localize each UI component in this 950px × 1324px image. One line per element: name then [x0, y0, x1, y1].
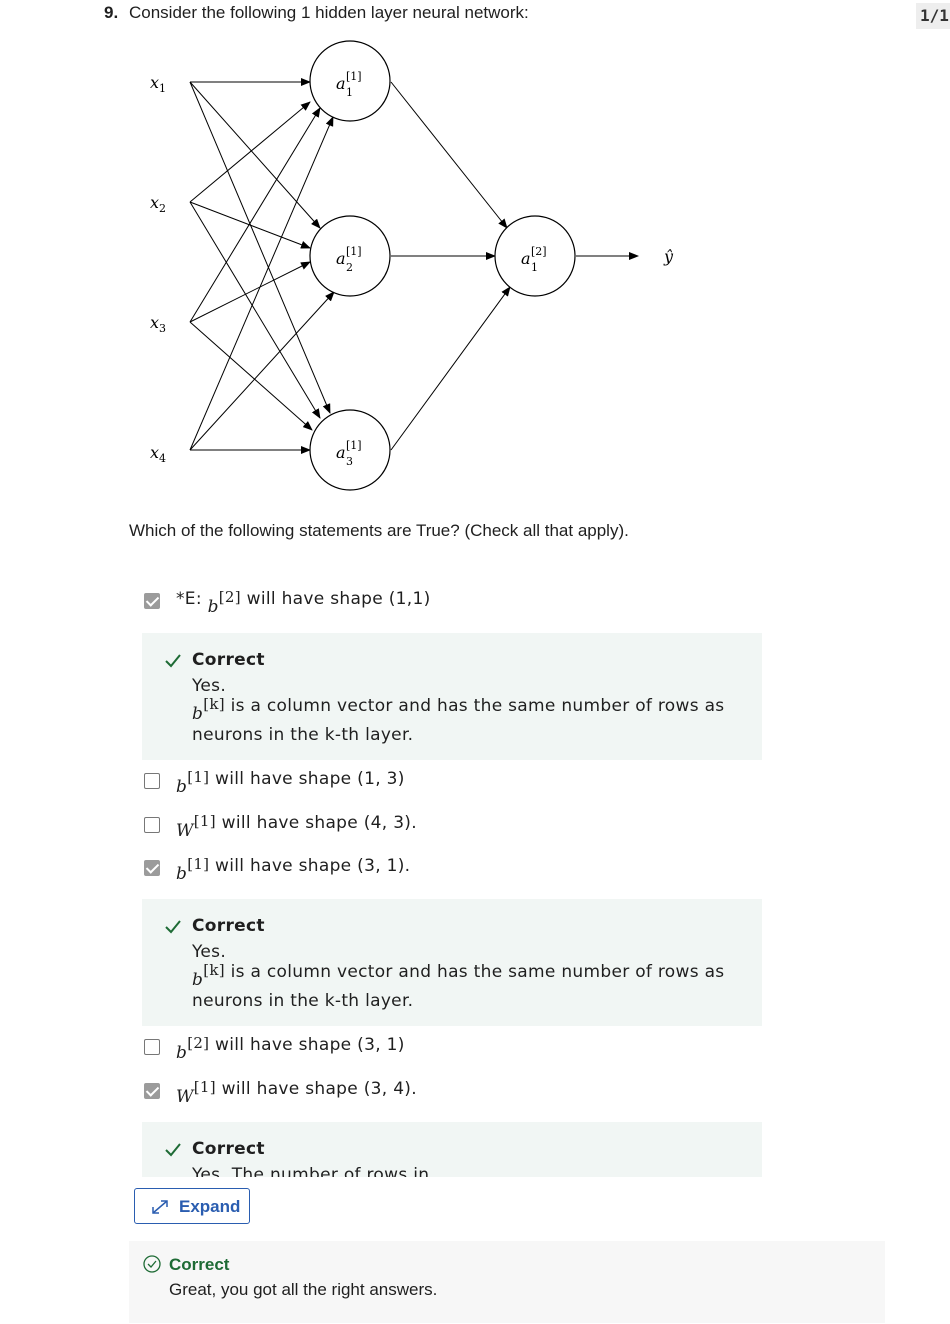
svg-text:[2]: [2]	[531, 245, 547, 258]
expand-label: Expand	[179, 1197, 241, 1216]
result-message: Great, you got all the right answers.	[169, 1280, 438, 1299]
svg-text:[1]: [1]	[346, 439, 362, 452]
feedback-line: Yes.	[192, 942, 227, 962]
checkbox[interactable]	[144, 1039, 160, 1055]
feedback-line: is a column vector and has the same numb…	[224, 962, 725, 982]
feedback-line: Yes. The number of rows in	[192, 1165, 430, 1177]
option-text: will have shape (1,1)	[240, 589, 431, 609]
math-sup: [2]	[187, 1034, 210, 1052]
math-var: W	[176, 821, 194, 841]
math-sup: [k]	[203, 961, 225, 979]
checkbox-checked[interactable]	[144, 1083, 160, 1099]
svg-text:1: 1	[531, 261, 538, 274]
option-text: will have shape (3, 1).	[209, 856, 411, 876]
yhat-label: ŷ	[663, 247, 674, 266]
feedback-box: Correct Yes. b[k] is a column vector and…	[142, 633, 762, 760]
feedback-line: neurons in the k-th layer.	[192, 725, 414, 745]
svg-text:2: 2	[346, 261, 353, 274]
svg-text:1: 1	[346, 86, 353, 99]
question-number: 9.	[104, 3, 119, 22]
input-label-x2: x2	[150, 193, 166, 215]
option-text: will have shape (3, 4).	[215, 1079, 417, 1099]
math-var: b	[192, 970, 204, 990]
feedback-title: Correct	[192, 650, 265, 670]
hidden-node-2	[309, 215, 391, 297]
math-var: b	[176, 1043, 188, 1063]
math-sup: [2]	[218, 588, 241, 606]
option-text: will have shape (1, 3)	[209, 769, 405, 789]
math-sup: [1]	[193, 812, 216, 830]
svg-text:[1]: [1]	[346, 70, 362, 83]
edges	[189, 78, 639, 454]
feedback-title: Correct	[192, 916, 265, 936]
svg-text:[1]: [1]	[346, 245, 362, 258]
math-sup: [k]	[203, 695, 225, 713]
option-text: will have shape (4, 3).	[215, 813, 417, 833]
math-var: b	[176, 864, 188, 884]
neural-network-diagram: x1 x2 x3 x4 a [1] 1 a [1] 2 a [1] 3 a [2…	[150, 40, 674, 491]
math-sup: [1]	[187, 855, 210, 873]
feedback-line: is a column vector and has the same numb…	[224, 696, 725, 716]
checkbox[interactable]	[144, 817, 160, 833]
checkbox-checked[interactable]	[144, 860, 160, 876]
math-sup: [1]	[193, 1078, 216, 1096]
check-icon	[165, 920, 181, 934]
question-text: Consider the following 1 hidden layer ne…	[129, 3, 529, 22]
math-var: W	[176, 1087, 194, 1107]
checkbox[interactable]	[144, 773, 160, 789]
hidden-node-1	[309, 40, 391, 122]
math-var: b	[192, 704, 204, 724]
hidden-node-3	[309, 409, 391, 491]
feedback-line: neurons in the k-th layer.	[192, 991, 414, 1011]
check-icon	[165, 1143, 181, 1157]
score-badge: 1/1	[916, 3, 950, 29]
feedback-line: Yes.	[192, 676, 227, 696]
svg-text:3: 3	[346, 455, 353, 468]
feedback-box-truncated: Correct Yes. The number of rows in	[142, 1122, 762, 1177]
input-label-x4: x4	[150, 443, 166, 465]
hidden-label-1: a	[336, 74, 346, 93]
feedback-title: Correct	[192, 1139, 265, 1159]
expand-button[interactable]: Expand	[134, 1188, 250, 1224]
result-title: Correct	[169, 1255, 230, 1274]
input-label-x3: x3	[150, 313, 166, 335]
math-var: b	[207, 597, 219, 617]
option-text: will have shape (3, 1)	[209, 1035, 405, 1055]
math-sup: [1]	[187, 768, 210, 786]
feedback-box: Correct Yes. b[k] is a column vector and…	[142, 899, 762, 1026]
input-label-x1: x1	[150, 73, 166, 95]
check-icon	[165, 654, 181, 668]
check-circle-icon	[143, 1255, 161, 1273]
expand-icon	[152, 1200, 168, 1214]
hidden-label-3: a	[336, 443, 346, 462]
output-node	[494, 215, 576, 297]
result-banner: Correct Great, you got all the right ans…	[129, 1241, 885, 1323]
option-prefix: *E:	[176, 589, 208, 609]
math-var: b	[176, 777, 188, 797]
question-prompt: Which of the following statements are Tr…	[129, 521, 629, 540]
hidden-label-2: a	[336, 249, 346, 268]
output-label: a	[521, 249, 531, 268]
checkbox-checked[interactable]	[144, 593, 160, 609]
